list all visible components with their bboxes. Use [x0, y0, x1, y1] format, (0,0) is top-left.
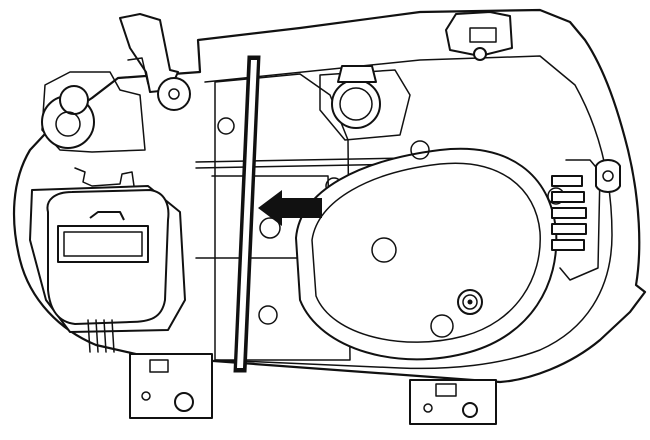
arrow-left-icon [258, 190, 322, 226]
connector-window-inner [63, 231, 143, 257]
bulb-socket-cap [59, 85, 89, 115]
bottom-bracket-right [409, 379, 497, 425]
reflector-hole-top [410, 140, 430, 160]
reflector-bowl [295, 147, 558, 361]
reflector-inner [311, 162, 541, 343]
bracket-right-tab [435, 383, 457, 397]
bracket-left-hole-small [141, 391, 151, 401]
reflector-hole-center [371, 237, 397, 263]
adjuster-knob-inner [339, 87, 373, 121]
bracket-right-hole-small [423, 403, 433, 413]
mount-post-right [595, 159, 621, 193]
bracket-left-hole [174, 392, 194, 412]
mount-post-right-hole [602, 170, 614, 182]
bracket-right-hole [462, 402, 478, 418]
reflector-hole-lower [430, 314, 454, 338]
highlight-bar-inner [237, 60, 257, 368]
clip-slot [469, 27, 497, 43]
mount-post-left [157, 77, 191, 111]
adjuster-mount [319, 69, 411, 141]
cooling-fins [551, 159, 601, 281]
top-bracket-tab [127, 57, 149, 85]
bottom-bracket-left [129, 353, 213, 419]
panel-boss-lower [258, 305, 278, 325]
bulb-socket-inner [55, 111, 81, 137]
housing-inner-rim [204, 55, 613, 370]
wire-bundle [87, 319, 115, 353]
mount-post-left-hole [168, 88, 180, 100]
connector-notch [89, 211, 125, 221]
adjuster-knob [331, 79, 381, 129]
panel-boss-mid [259, 217, 281, 239]
clip-screw [473, 47, 487, 61]
top-right-clip [445, 11, 513, 57]
gear-icon [457, 289, 483, 315]
bracket-left-tab [149, 359, 169, 373]
connector-clip [74, 167, 135, 187]
panel-boss-upper [217, 117, 235, 135]
housing-outline [12, 8, 647, 384]
adjuster-cap [337, 65, 377, 83]
